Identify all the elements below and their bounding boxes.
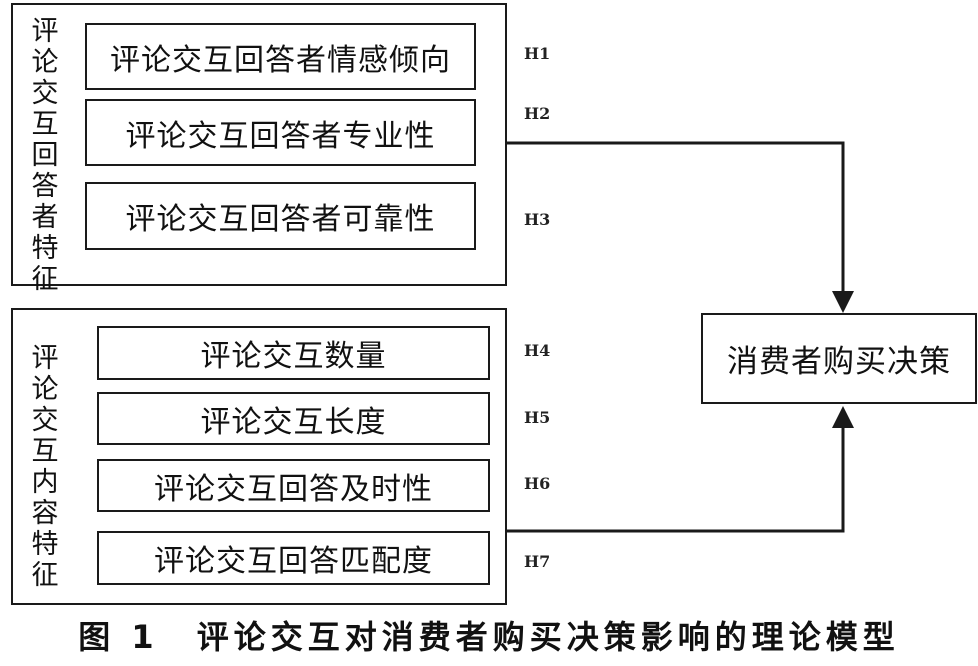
hypothesis-h3-label: H3 <box>524 210 551 229</box>
group2-to-decision-arrow <box>507 426 845 533</box>
hypothesis-h6-label: H6 <box>524 474 551 493</box>
arrowhead-down <box>832 291 854 313</box>
group1-to-decision-arrow <box>507 141 845 293</box>
arrowhead-up <box>832 406 854 428</box>
figure-title: 评论交互对消费者购买决策影响的理论模型 <box>196 618 900 656</box>
interaction-quantity-box: 评论交互数量 <box>97 326 490 380</box>
respondent-reliability-box: 评论交互回答者可靠性 <box>85 182 476 250</box>
hypothesis-h1-label: H1 <box>524 44 551 63</box>
respondent-expertise-box: 评论交互回答者专业性 <box>85 99 476 166</box>
figure-caption: 图 1 评论交互对消费者购买决策影响的理论模型 <box>0 612 978 658</box>
answer-match-box: 评论交互回答匹配度 <box>97 531 490 585</box>
figure-number: 图 1 <box>78 618 159 656</box>
purchase-decision-box: 消费者购买决策 <box>701 313 977 404</box>
respondent-features-title: 评论交互回答者特征 <box>31 16 59 295</box>
hypothesis-h2-label: H2 <box>524 104 551 123</box>
interaction-length-box: 评论交互长度 <box>97 392 490 445</box>
hypothesis-h5-label: H5 <box>524 408 551 427</box>
answer-timeliness-box: 评论交互回答及时性 <box>97 459 490 512</box>
hypothesis-h4-label: H4 <box>524 341 551 360</box>
content-features-title: 评论交互内容特征 <box>31 343 59 591</box>
respondent-sentiment-box: 评论交互回答者情感倾向 <box>85 23 476 90</box>
hypothesis-h7-label: H7 <box>524 552 551 571</box>
